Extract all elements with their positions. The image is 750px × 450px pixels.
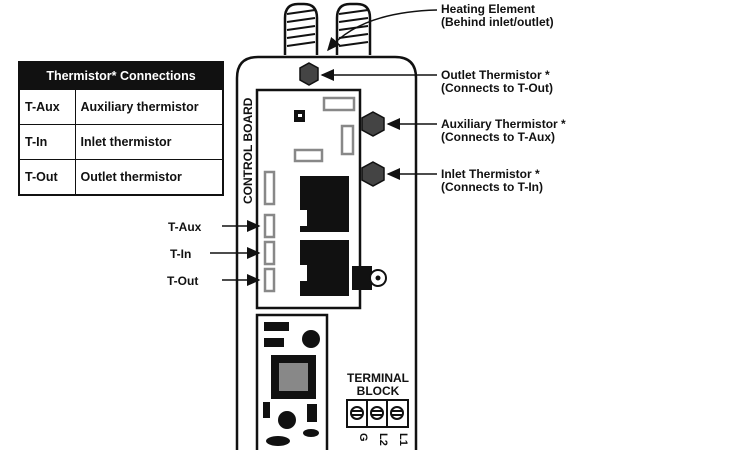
connector-t-in	[263, 240, 276, 266]
t-aux-label: T-Aux	[168, 220, 202, 234]
terminal-l2-label: L2	[377, 433, 389, 446]
heating-element-pipes	[283, 2, 372, 55]
board-relay-top	[322, 96, 356, 112]
board-connector-small	[293, 148, 324, 163]
board-block-lower	[300, 240, 349, 296]
inlet-thermistor-note: (Connects to T-In)	[441, 180, 543, 194]
connector-t-aux	[263, 213, 276, 239]
table-cell-description: Inlet thermistor	[74, 124, 224, 160]
auxiliary-thermistor-title: Auxiliary Thermistor *	[441, 117, 566, 131]
table-header-row: Thermistor* Connections	[19, 62, 223, 90]
table-row: T-In Inlet thermistor	[18, 124, 224, 160]
board-relay-side	[340, 124, 355, 156]
board-block-upper	[300, 176, 349, 232]
table-cell-description: Auxiliary thermistor	[74, 89, 224, 125]
table-cell-code: T-Out	[18, 159, 76, 195]
outlet-thermistor-note: (Connects to T-Out)	[441, 81, 553, 95]
table-cell-code: T-In	[18, 124, 76, 160]
heating-element-arrow	[327, 9, 438, 52]
table-cell-description: Outlet thermistor	[74, 159, 224, 195]
board-header-pins	[263, 170, 276, 206]
table-cell-code: T-Aux	[18, 89, 76, 125]
terminal-block-label-line2: BLOCK	[357, 384, 400, 398]
terminal-block-label-line1: TERMINAL	[347, 371, 409, 385]
terminal-g-screw-icon	[350, 406, 364, 420]
terminal-l1-screw-icon	[390, 406, 404, 420]
lower-board	[255, 313, 329, 450]
auxiliary-thermistor-note: (Connects to T-Aux)	[441, 130, 555, 144]
board-side-connector	[352, 266, 372, 290]
outlet-thermistor-icon	[299, 62, 319, 86]
inlet-thermistor-title: Inlet Thermistor *	[441, 167, 540, 181]
auxiliary-thermistor-icon	[361, 111, 385, 137]
heating-element-title: Heating Element	[441, 2, 535, 16]
terminal-g-label: G	[357, 433, 369, 442]
connector-t-out	[263, 267, 276, 293]
control-board	[255, 88, 387, 310]
t-in-label: T-In	[170, 247, 191, 261]
thermistor-connections-table: Thermistor* Connections T-Aux Auxiliary …	[18, 61, 224, 196]
terminal-block	[346, 399, 409, 428]
heating-element-note: (Behind inlet/outlet)	[441, 15, 554, 29]
outlet-thermistor-title: Outlet Thermistor *	[441, 68, 550, 82]
inlet-thermistor-icon	[361, 161, 385, 187]
t-out-label: T-Out	[167, 274, 198, 288]
table-row: T-Out Outlet thermistor	[18, 159, 224, 195]
table-header: Thermistor* Connections	[19, 62, 223, 90]
table-row: T-Aux Auxiliary thermistor	[18, 89, 224, 125]
terminal-l2-screw-icon	[370, 406, 384, 420]
control-board-label: CONTROL BOARD	[241, 97, 255, 204]
terminal-l1-label: L1	[397, 433, 409, 446]
